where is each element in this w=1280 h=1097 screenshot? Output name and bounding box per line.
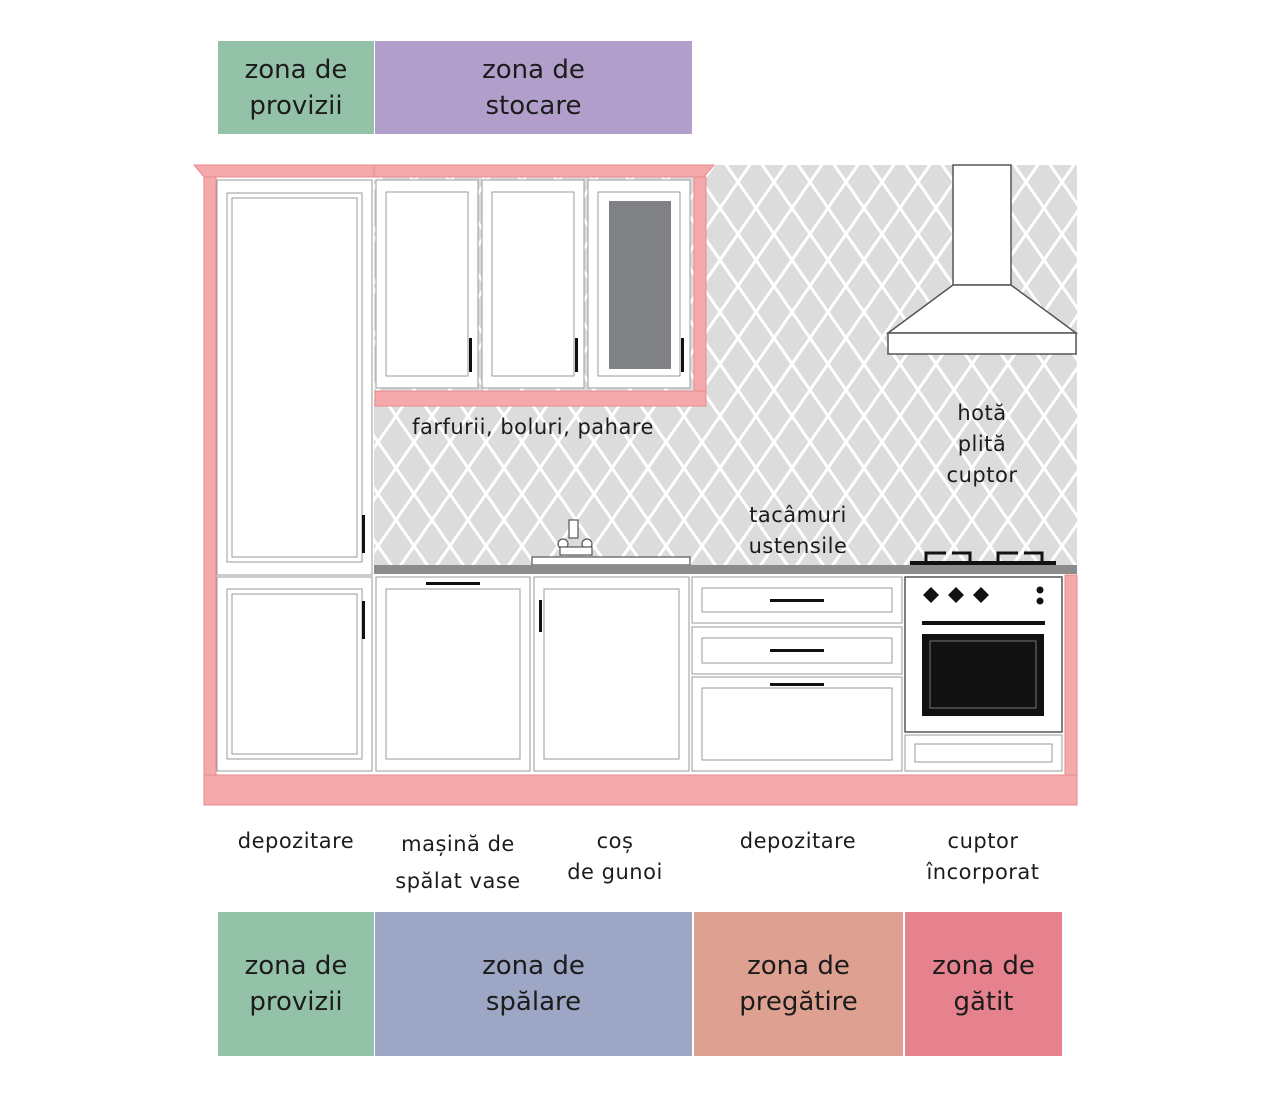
- base-label-depozitare-2: depozitare: [700, 826, 896, 857]
- handle: [770, 649, 824, 652]
- label-text: ustensile: [748, 534, 848, 558]
- zone-line: pregătire: [739, 987, 858, 1017]
- glass-panel: [609, 201, 671, 369]
- top-zone-stocare: zona de stocare: [375, 41, 692, 134]
- zone-line: zona de: [244, 951, 348, 981]
- zone-line: spălare: [485, 987, 582, 1017]
- zone-line: zona de: [932, 951, 1035, 981]
- label-text: coș: [596, 829, 634, 853]
- upper-cabinets-label: farfurii, boluri, pahare: [380, 412, 686, 443]
- cooktop: [910, 551, 1056, 565]
- label-text: cuptor: [946, 463, 1018, 487]
- handle: [362, 515, 365, 553]
- range-hood: [885, 164, 1079, 355]
- label-text: depozitare: [237, 829, 355, 853]
- zone-line: zona de: [747, 951, 850, 981]
- zone-line: stocare: [485, 90, 582, 121]
- label-text: tacâmuri: [749, 503, 847, 527]
- oven: [904, 576, 1063, 733]
- label-text: de gunoi: [567, 860, 663, 884]
- zone-line: gătit: [953, 987, 1014, 1017]
- label-text: spălat vase: [395, 869, 521, 893]
- sink: [531, 519, 691, 566]
- zone-line: zona de: [482, 54, 585, 85]
- handle: [426, 582, 480, 585]
- handle: [770, 599, 824, 602]
- label-text: cuptor: [947, 829, 1019, 853]
- base-label-depozitare: depozitare: [218, 826, 374, 857]
- label-text: plită: [957, 432, 1007, 456]
- zone-line: zona de: [244, 54, 348, 85]
- tall-cabinet: [216, 179, 373, 772]
- zone-line: provizii: [249, 987, 343, 1017]
- hood-label: hotă plită cuptor: [912, 398, 1052, 491]
- handle: [575, 338, 578, 372]
- pink-frame: [192, 164, 1078, 806]
- bottom-zone-pregatire: zona de pregătire: [694, 912, 903, 1056]
- label-text: hotă: [957, 401, 1007, 425]
- zone-line: zona de: [482, 951, 585, 981]
- handle: [539, 600, 542, 632]
- handle: [770, 683, 824, 686]
- handle: [469, 338, 472, 372]
- label-text: încorporat: [926, 860, 1040, 884]
- label-text: mașină de: [401, 832, 515, 856]
- countertop: [374, 565, 1077, 574]
- zone-line: provizii: [249, 90, 343, 121]
- base-label-dishwasher: mașină de spălat vase: [378, 826, 538, 900]
- bottom-zone-spalare: zona de spălare: [375, 912, 692, 1056]
- top-zone-provizii: zona de provizii: [218, 41, 374, 134]
- base-label-oven: cuptor încorporat: [904, 826, 1062, 888]
- base-cabinets: [375, 576, 1063, 772]
- label-text: depozitare: [739, 829, 857, 853]
- handle: [681, 338, 684, 372]
- bottom-zone-provizii: zona de provizii: [218, 912, 374, 1056]
- bottom-zone-gatit: zona de gătit: [905, 912, 1062, 1056]
- label-text: farfurii, boluri, pahare: [412, 415, 654, 439]
- drawers-label: tacâmuri ustensile: [718, 500, 878, 562]
- handle: [362, 601, 365, 639]
- base-label-trash: coș de gunoi: [540, 826, 690, 888]
